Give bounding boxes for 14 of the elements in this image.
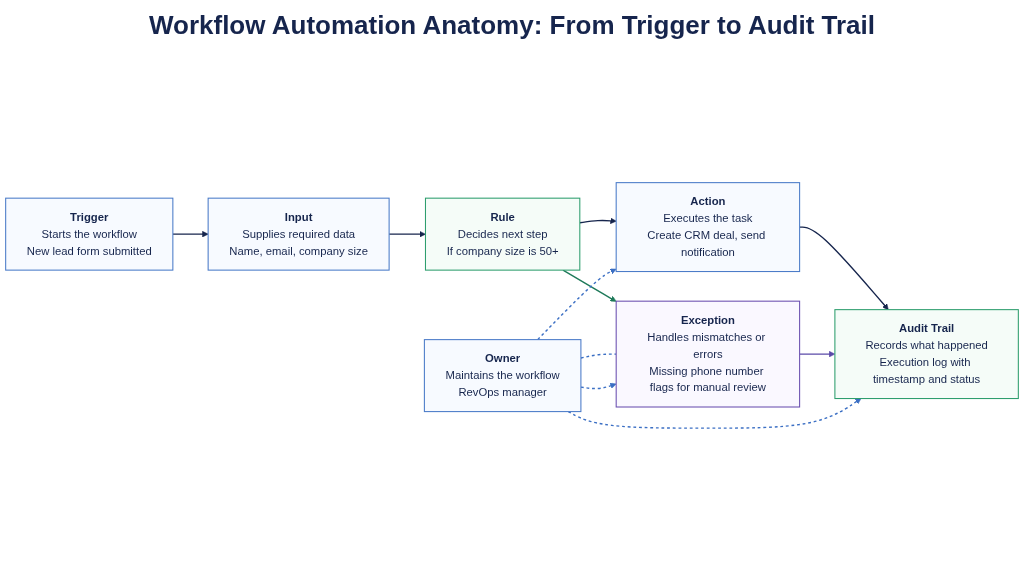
diagram-title: Workflow Automation Anatomy: From Trigger to Audit Trail bbox=[147, 10, 877, 41]
node-box: Exception Handles mismatches or errors Missing phone number flags for manual review bbox=[615, 300, 801, 408]
arrow bbox=[537, 268, 617, 340]
arrow bbox=[579, 217, 617, 224]
node-box: Audit Trail Records what happened Execution log with timestamp and status bbox=[834, 308, 1019, 399]
arrow bbox=[562, 269, 617, 302]
arrow bbox=[172, 230, 209, 237]
node-box: Input Supplies required data Name, email, company size bbox=[207, 197, 390, 271]
node-box: Trigger Starts the workflow New lead form submitted bbox=[5, 197, 174, 271]
node-box: Action Executes the task Create CRM deal, send notification bbox=[615, 181, 801, 272]
node-box: Owner Maintains the workflow RevOps manager bbox=[423, 338, 582, 412]
arrow bbox=[580, 382, 617, 389]
node-box: Rule Decides next step If company size is 50+ bbox=[424, 197, 581, 271]
arrow bbox=[567, 397, 862, 429]
